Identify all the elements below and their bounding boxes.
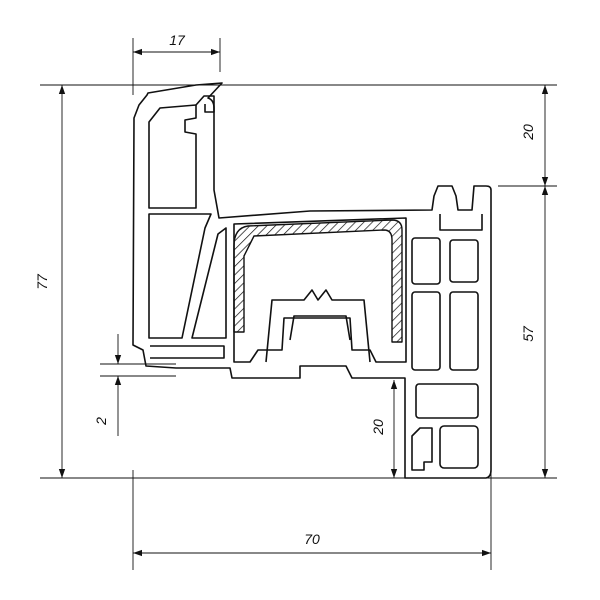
dim-label-17: 17 <box>169 32 186 48</box>
left-inner-chamber <box>191 227 227 339</box>
right-chamber-2 <box>449 239 479 283</box>
top-hook <box>195 95 215 113</box>
left-upper-chamber <box>148 104 197 209</box>
dim-label-20-top: 20 <box>520 124 536 141</box>
dim-label-70: 70 <box>304 531 320 547</box>
right-chamber-6 <box>439 425 479 469</box>
dim-label-77: 77 <box>34 273 50 290</box>
right-chamber-4 <box>449 291 479 371</box>
dim-label-20-low: 20 <box>370 419 386 436</box>
right-top-groove <box>439 214 483 231</box>
right-chamber-1 <box>411 237 441 285</box>
left-middle-chamber <box>148 213 212 339</box>
dimension-lines <box>40 38 557 570</box>
right-chamber-3 <box>411 291 441 371</box>
dim-label-2: 2 <box>93 417 109 426</box>
lower-right-hook <box>411 427 433 471</box>
bead-groove-inner <box>289 315 351 341</box>
steel-reinforcement <box>233 219 403 343</box>
lower-left-channel <box>150 345 225 359</box>
central-cavity <box>233 217 407 363</box>
bead-groove <box>265 289 371 363</box>
profile-section <box>132 82 492 479</box>
dim-label-57: 57 <box>520 325 536 342</box>
right-chamber-5 <box>415 383 479 419</box>
